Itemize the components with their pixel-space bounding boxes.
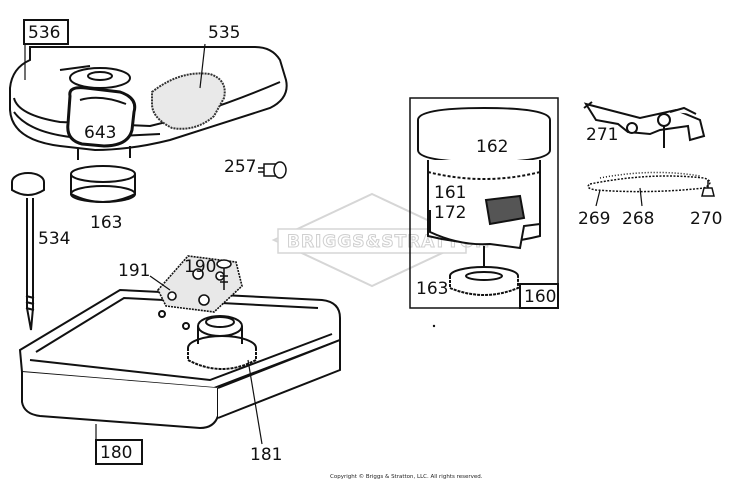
part-label-257: 257 bbox=[224, 157, 256, 177]
part-label-643: 643 bbox=[84, 123, 116, 143]
part-label-181: 181 bbox=[250, 445, 282, 465]
part-label-270: 270 bbox=[690, 209, 722, 229]
part-label-190: 190 bbox=[184, 257, 216, 277]
stray-dot bbox=[432, 324, 436, 328]
part-label-172: 172 bbox=[434, 203, 466, 223]
part-label-163-filter: 163 bbox=[416, 279, 448, 299]
part-label-160: 160 bbox=[524, 287, 556, 307]
gasket-191 bbox=[157, 255, 243, 313]
label-box-536 bbox=[23, 19, 69, 45]
part-label-269: 269 bbox=[578, 209, 610, 229]
part-label-268: 268 bbox=[622, 209, 654, 229]
fuel-tank-180 bbox=[18, 288, 341, 430]
copyright-notice: Copyright © Briggs & Stratton, LLC. All … bbox=[330, 474, 483, 480]
bracket-271 bbox=[583, 101, 706, 148]
part-label-535: 535 bbox=[208, 23, 240, 43]
part-label-163-top: 163 bbox=[90, 213, 122, 233]
fuel-tank-cover-536 bbox=[9, 46, 288, 203]
part-label-534: 534 bbox=[38, 229, 70, 249]
leader-lines-top bbox=[24, 43, 206, 89]
part-label-536: 536 bbox=[28, 23, 60, 43]
part-label-271: 271 bbox=[586, 125, 618, 145]
governor-spring-268 bbox=[587, 171, 711, 193]
air-cleaner-assembly bbox=[417, 106, 551, 296]
leader-lines-spring bbox=[595, 187, 643, 207]
screw-190 bbox=[216, 259, 232, 290]
assembly-frame-160 bbox=[409, 97, 559, 309]
dipstick-534 bbox=[11, 172, 45, 331]
label-box-180 bbox=[95, 439, 143, 465]
part-label-191: 191 bbox=[118, 261, 150, 281]
nut-270 bbox=[701, 180, 715, 197]
part-label-161: 161 bbox=[434, 183, 466, 203]
screw-257 bbox=[258, 161, 287, 179]
leader-lines-tank bbox=[95, 275, 263, 445]
label-box-160 bbox=[519, 283, 559, 309]
part-label-162: 162 bbox=[476, 137, 508, 157]
part-label-180: 180 bbox=[100, 443, 132, 463]
